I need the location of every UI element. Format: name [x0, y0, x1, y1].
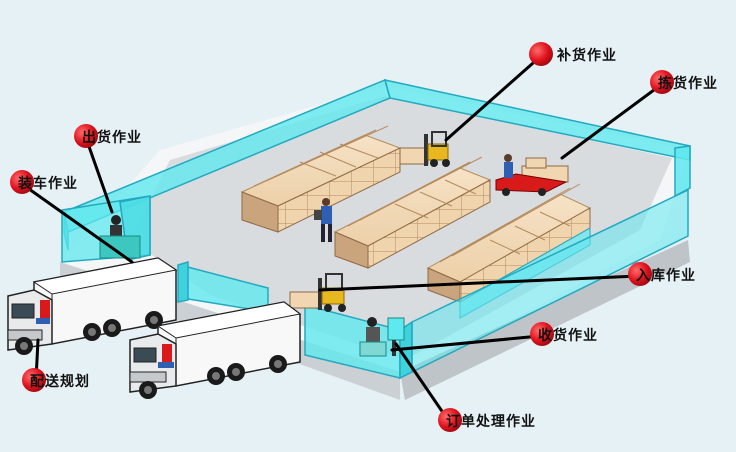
line-picking [560, 82, 664, 160]
callout-dots [10, 42, 674, 432]
label-shipping: 出货作业 [82, 130, 142, 146]
red-dot-icon [650, 70, 674, 94]
callout-lines [20, 54, 664, 422]
storage-rack-back [240, 125, 402, 233]
red-dot-icon [529, 42, 553, 66]
label-order-processing: 订单处理作业 [446, 414, 536, 430]
worker-icon [99, 215, 141, 259]
worker-icon [359, 317, 405, 357]
forklift-icon [289, 273, 346, 312]
label-delivery-planning: 配送规划 [30, 374, 90, 390]
red-dot-icon [530, 322, 554, 346]
line-replenish [444, 54, 543, 142]
truck-icon [7, 257, 178, 355]
label-receiving: 收货作业 [538, 328, 598, 344]
red-dot-icon [438, 408, 462, 432]
storage-rack-middle [333, 156, 492, 269]
truck-icon [129, 301, 302, 399]
label-putaway: 入库作业 [636, 268, 696, 284]
red-dot-icon [74, 124, 98, 148]
red-dot-icon [628, 262, 652, 286]
label-picking: 拣货作业 [658, 76, 718, 92]
line-shipping [84, 136, 114, 214]
pallet-cart-icon [495, 154, 569, 196]
red-dot-icon [10, 170, 34, 194]
worker-icon [314, 198, 332, 242]
line-putaway [318, 274, 640, 292]
line-receiving [390, 334, 542, 352]
line-loading [20, 182, 134, 264]
label-loading: 装车作业 [18, 176, 78, 192]
label-replenish: 补货作业 [557, 48, 617, 64]
line-order [394, 342, 450, 422]
red-dot-icon [22, 368, 46, 392]
forklift-icon [399, 131, 450, 167]
